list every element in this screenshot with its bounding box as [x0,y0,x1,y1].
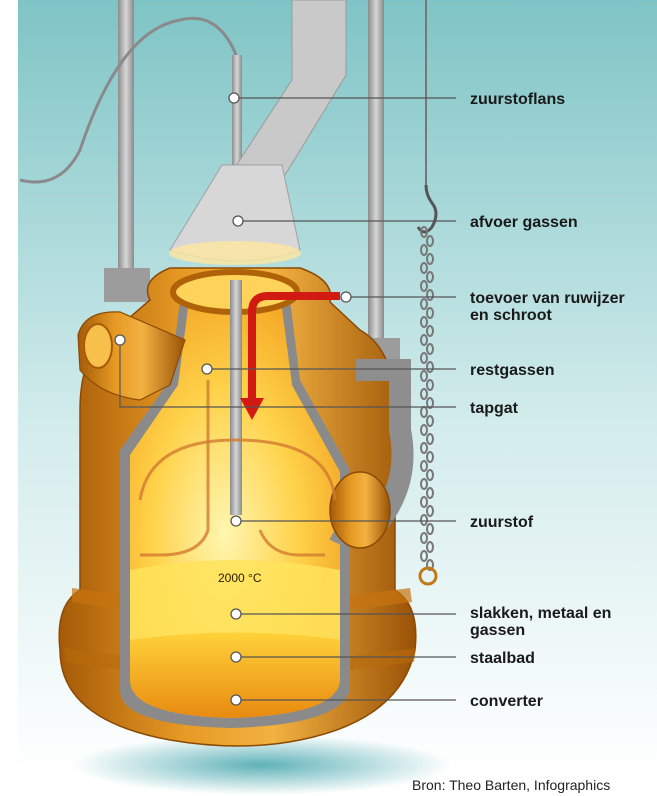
label-slakken-line2: gassen [470,622,525,639]
oxygen-lance [230,280,242,515]
label-restgassen: restgassen [470,362,555,379]
label-converter: converter [470,693,543,710]
trunnion [330,472,390,548]
label-zuurstoflans: zuurstoflans [470,91,565,108]
left-rod-clamp [104,268,150,302]
lance-top [232,55,242,165]
label-slakken-line1: slakken, metaal en [470,605,611,622]
label-afvoer-gassen: afvoer gassen [470,214,578,231]
source-credit: Bron: Theo Barten, Infographics [412,777,610,793]
right-support-rod [368,0,384,340]
label-zuurstof: zuurstof [470,514,534,531]
label-toevoer-line1: toevoer van ruwijzer [470,290,625,307]
label-toevoer-line2: en schroot [470,307,552,324]
temperature-label: 2000 °C [218,571,262,585]
left-support-rod [118,0,134,270]
label-staalbad: staalbad [470,650,535,667]
tap-hole-opening [84,324,112,368]
label-tapgat: tapgat [470,400,519,417]
hood-opening [169,241,301,265]
